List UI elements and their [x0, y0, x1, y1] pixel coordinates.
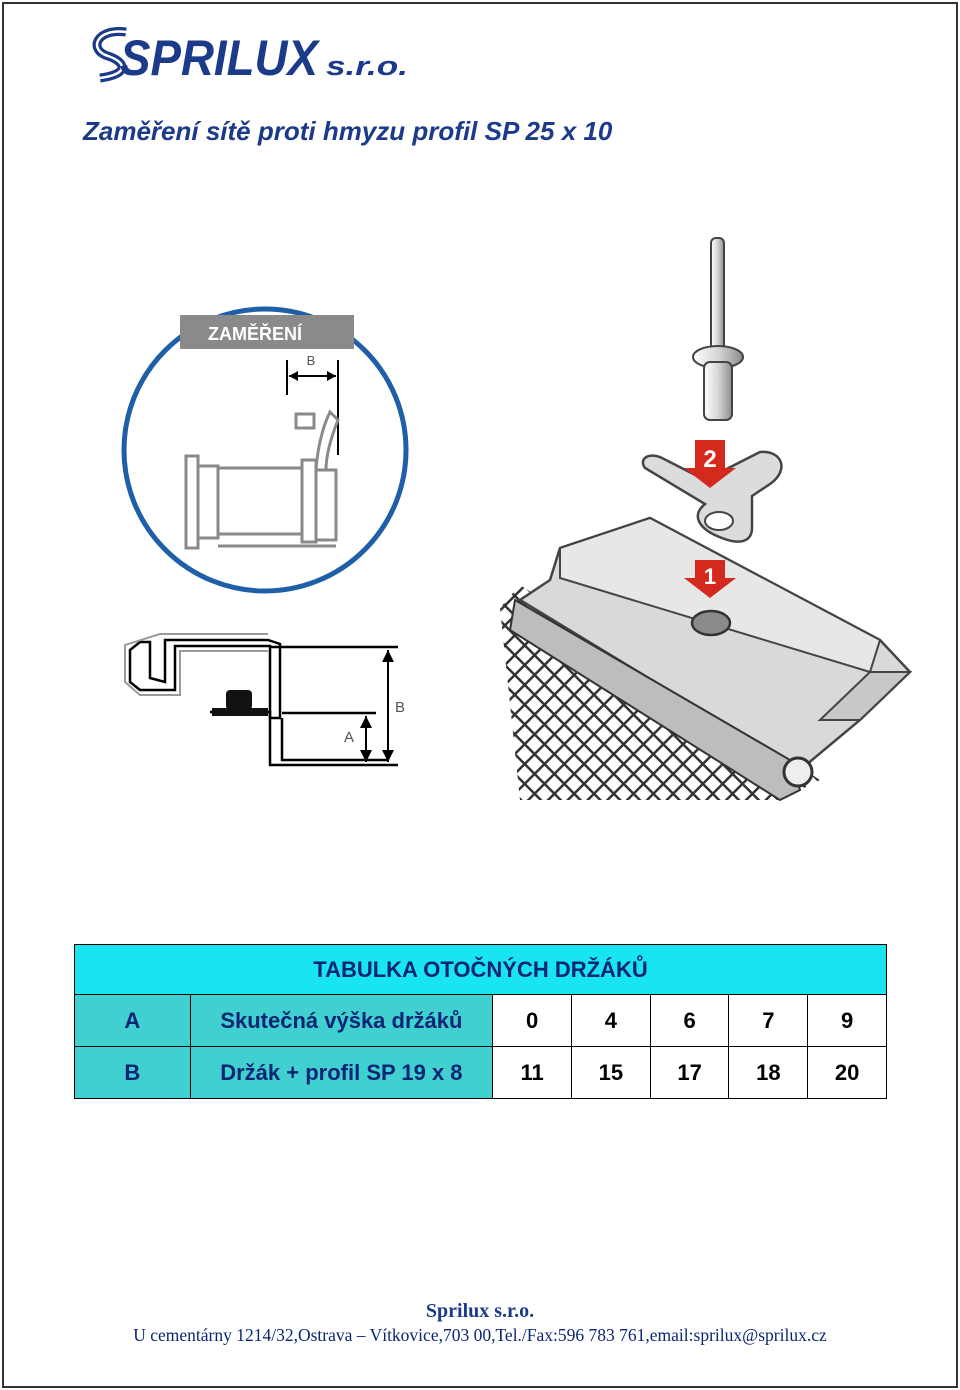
step-2-arrow-icon: 2 — [684, 440, 736, 488]
row-description: Skutečná výška držáků — [189, 994, 494, 1047]
row-label: A — [74, 994, 191, 1047]
logo-swoosh — [92, 27, 127, 83]
footer-company: Sprilux s.r.o. — [425, 1300, 535, 1322]
step-1-arrow-icon: 1 — [684, 560, 736, 598]
table-cell: 9 — [807, 994, 887, 1047]
footer-address: U cementárny 1214/32,Ostrava – Vítkovice… — [133, 1325, 827, 1345]
table-caption: TABULKA OTOČNÝCH DRŽÁKŮ — [74, 944, 887, 995]
table-caption-row: TABULKA OTOČNÝCH DRŽÁKŮ — [74, 944, 887, 995]
logo-suffix: s.r.o. — [326, 51, 408, 81]
measuring-banner: ZAMĚŘENÍ — [208, 323, 303, 344]
table-cell: 17 — [649, 1046, 730, 1099]
table-row: A Skutečná výška držáků 0 4 6 7 9 — [74, 994, 887, 1047]
table-cell: 11 — [492, 1046, 572, 1099]
dimension-b-side-label: B — [395, 699, 405, 716]
table-cell: 18 — [728, 1046, 809, 1099]
holder-table: TABULKA OTOČNÝCH DRŽÁKŮ A Skutečná výška… — [74, 944, 887, 1099]
logo-brand: SPRILUX — [120, 30, 320, 84]
table-cell: 6 — [649, 994, 730, 1047]
table-cell: 7 — [728, 994, 809, 1047]
row-description: Držák + profil SP 19 x 8 — [189, 1046, 494, 1099]
measuring-circle-detail: ZAMĚŘENÍ B — [121, 306, 409, 594]
dimension-a-label: A — [344, 729, 354, 746]
dimension-b-top-label: B — [307, 353, 316, 368]
table-cell: 4 — [570, 994, 651, 1047]
table-cell: 20 — [807, 1046, 887, 1099]
assembly-illustration: 2 1 — [500, 237, 913, 802]
page-title: Zaměření sítě proti hmyzu profil SP 25 x… — [83, 116, 613, 146]
step-1-label: 1 — [704, 564, 716, 589]
table-cell: 15 — [570, 1046, 651, 1099]
step-2-label: 2 — [703, 446, 716, 473]
holder-cross-section: B A — [124, 633, 405, 767]
table-row: B Držák + profil SP 19 x 8 11 15 17 18 2… — [74, 1046, 887, 1099]
technical-drawing: ZAMĚŘENÍ B — [121, 237, 913, 802]
table-cell: 0 — [492, 994, 572, 1047]
row-label: B — [74, 1046, 191, 1099]
sprilux-logo: SPRILUX s.r.o. — [92, 27, 408, 84]
